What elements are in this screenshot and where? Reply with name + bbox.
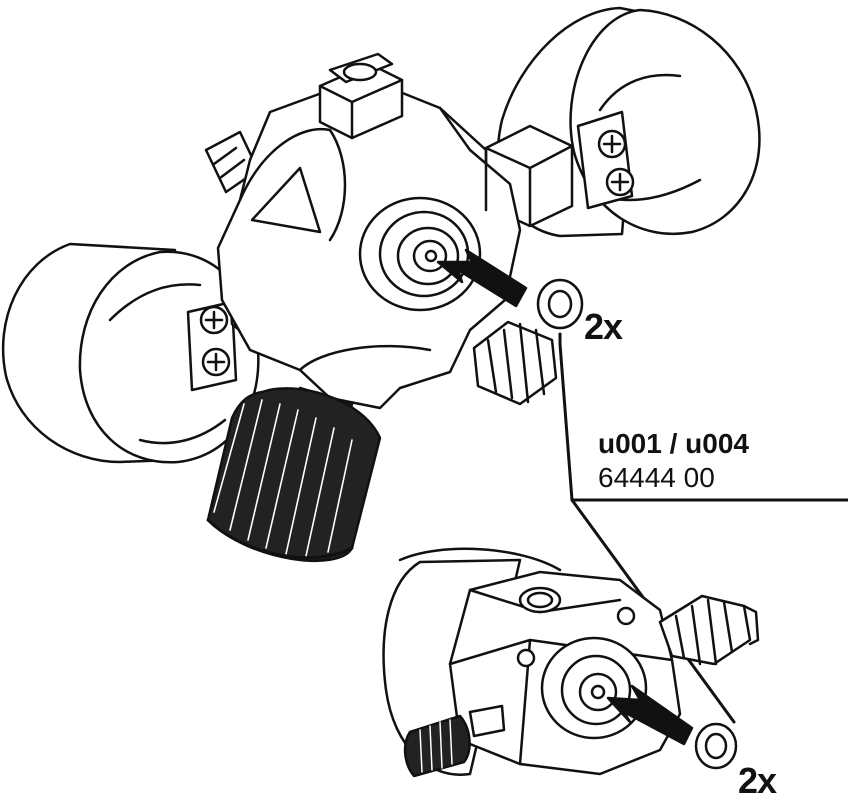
part-number-label: 64444 00: [598, 462, 715, 493]
model-codes-label: u001 / u004: [598, 428, 749, 459]
insert-arrow-bottom: [606, 684, 694, 746]
screw-icon: [597, 129, 627, 159]
outlet-port-top: [358, 196, 482, 312]
sealing-washer-top: [536, 278, 584, 330]
fitting-lower-right: [472, 320, 558, 406]
leader-line: [558, 332, 848, 502]
sealing-washer-bottom: [694, 722, 738, 770]
adjustment-knob-icon: [206, 386, 382, 563]
screw-icon: [199, 305, 229, 335]
quantity-label-top: 2x: [584, 306, 623, 347]
screw-icon: [201, 347, 231, 377]
regulator-bottom: [382, 547, 760, 778]
insert-arrow-top: [436, 248, 528, 308]
regulator-top: [1, 6, 761, 563]
screw-icon: [605, 167, 635, 197]
hex-valve-top: [318, 52, 404, 140]
quantity-label-bottom: 2x: [738, 760, 777, 801]
